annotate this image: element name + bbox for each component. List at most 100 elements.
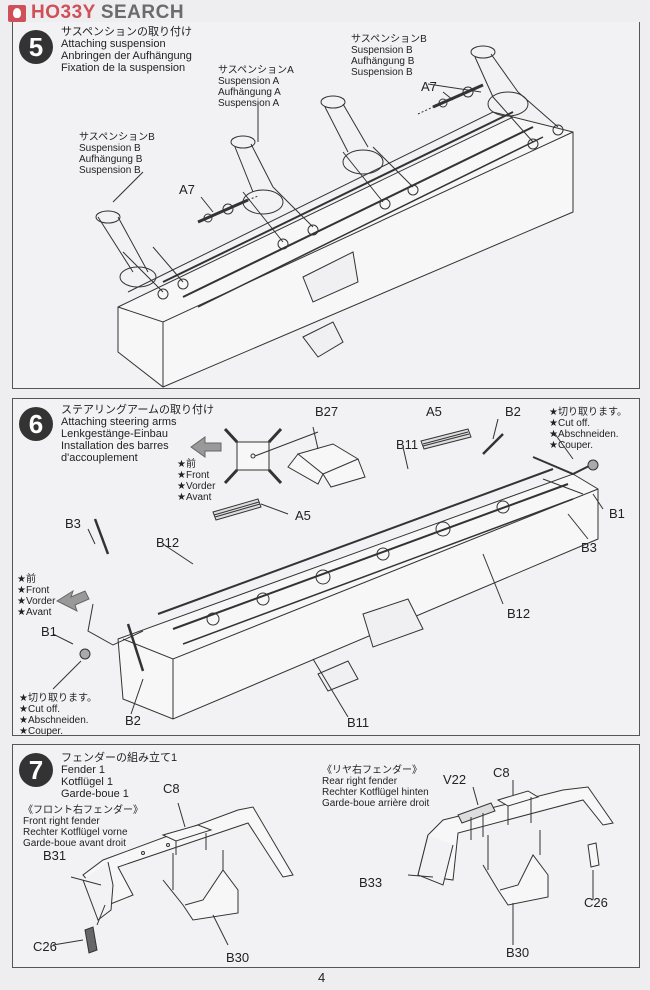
a5-left — [212, 498, 289, 521]
callout-de: Aufhängung B — [351, 56, 415, 67]
b30-left — [162, 869, 239, 921]
callout-suspension-a: サスペンションA Suspension A Aufhängung A Suspe… — [218, 65, 294, 109]
title-english: Attaching suspension — [61, 38, 166, 50]
title-german: Lenkgestänge-Einbau — [61, 428, 169, 440]
title-german: Anbringen der Aufhängung — [61, 50, 192, 62]
c8-right — [496, 790, 540, 807]
star-icon — [19, 704, 28, 715]
suspension-assembly-drawing — [95, 45, 574, 388]
star-icon — [549, 429, 558, 440]
star-icon — [177, 492, 186, 503]
star-icon — [19, 715, 28, 726]
caption-en: Rear right fender — [322, 776, 398, 787]
part-label-b2-bottom: B2 — [125, 713, 141, 728]
callout-en: Suspension B — [351, 45, 413, 56]
front-en: Front — [185, 470, 210, 481]
star-icon — [17, 607, 26, 618]
front-de: Vorder — [25, 596, 56, 607]
caption-fr: Garde-boue arrière droit — [322, 798, 430, 809]
part-label-b11-top: B11 — [396, 437, 419, 452]
caption-de: Rechter Kotflügel vorne — [23, 827, 128, 838]
b30-right — [482, 854, 549, 906]
part-label-b33: B33 — [359, 875, 383, 890]
rear-right-fender-b33 — [417, 786, 614, 886]
star-icon — [19, 726, 28, 737]
cut-en: Cut off. — [557, 418, 591, 429]
cut-en: Cut off. — [27, 704, 61, 715]
callout-suspension-b-left: サスペンションB Suspension B Aufhängung B Suspe… — [79, 132, 155, 176]
star-icon — [549, 440, 558, 451]
part-label-b11-bottom: B11 — [347, 715, 370, 730]
c26-right — [587, 842, 600, 868]
star-icon — [19, 693, 28, 704]
front-jp: 前 — [25, 574, 36, 585]
front-right-fender-caption: 《フロント右フェンダー》 Front right fender Rechter … — [23, 805, 143, 849]
part-label-c8-left: C8 — [163, 781, 180, 796]
part-label-a7-left: A7 — [179, 182, 195, 197]
front-fr: Avant — [185, 492, 212, 503]
title-japanese: サスペンションの取り付け — [61, 26, 193, 38]
part-label-b1-left: B1 — [41, 624, 57, 639]
title-french: Fixation de la suspension — [61, 62, 186, 74]
callout-en: Suspension B — [79, 143, 141, 154]
star-icon — [17, 585, 26, 596]
caption-de: Rechter Kotflügel hinten — [322, 787, 429, 798]
part-label-c26-left: C26 — [33, 939, 57, 954]
part-label-b1-right: B1 — [609, 506, 625, 521]
callout-fr: Suspension B — [351, 67, 413, 78]
front-right-fender-b31 — [82, 806, 294, 921]
star-icon — [17, 596, 26, 607]
title-english: Attaching steering arms — [61, 416, 177, 428]
step-number-badge: 7 — [19, 753, 53, 787]
c26-left — [84, 926, 98, 954]
step-number-badge: 5 — [19, 30, 53, 64]
front-en: Front — [25, 585, 50, 596]
star-icon — [549, 407, 558, 418]
suspension-a-right — [320, 95, 419, 210]
title-french: Garde-boue 1 — [61, 788, 129, 800]
cut-note-right: 切り取ります。 Cut off. Abschneiden. Couper. — [549, 407, 627, 451]
hull-outline — [117, 116, 574, 388]
star-icon — [177, 481, 186, 492]
callout-de: Aufhängung B — [79, 154, 143, 165]
front-note-top: 前 Front Vorder Avant — [177, 459, 215, 503]
hobby-search-watermark: HO33Y SEARCH — [8, 2, 184, 24]
part-label-a7-right: A7 — [421, 79, 437, 94]
title-french: Installation des barres — [61, 440, 169, 452]
part-label-b31: B31 — [43, 848, 67, 863]
cut-de: Abschneiden. — [27, 715, 89, 726]
cut-jp: 切り取ります。 — [557, 407, 627, 418]
star-icon — [17, 574, 26, 585]
v22-part — [457, 802, 496, 824]
steering-arms-drawing — [52, 418, 604, 720]
star-icon — [177, 459, 186, 470]
callout-fr: Suspension A — [218, 98, 280, 109]
step-title: ステアリングアームの取り付け Attaching steering arms L… — [61, 404, 214, 464]
title-japanese: ステアリングアームの取り付け — [61, 404, 215, 416]
part-label-v22: V22 — [443, 772, 467, 787]
chassis-outline — [117, 473, 599, 720]
caption-en: Front right fender — [23, 816, 100, 827]
a7-shaft-left — [197, 195, 259, 224]
part-label-a5-left: A5 — [295, 508, 311, 523]
callout-jp: サスペンションA — [218, 65, 294, 76]
page-number: 4 — [318, 970, 326, 985]
suspension-b-right — [470, 45, 564, 150]
c8-left — [161, 824, 213, 842]
caption-jp: 《フロント右フェンダー》 — [23, 805, 143, 816]
part-label-c26-right: C26 — [584, 895, 608, 910]
suspension-b-left — [95, 210, 189, 300]
step-title: フェンダーの組み立て1 Fender 1 Kotflügel 1 Garde-b… — [61, 752, 177, 800]
a5-top — [420, 428, 472, 450]
step-6-section: 6 ステアリングアームの取り付け Attaching steering arms… — [12, 398, 640, 737]
part-label-b3-left: B3 — [65, 516, 81, 531]
cut-fr: Couper. — [27, 726, 63, 737]
cut-de: Abschneiden. — [557, 429, 619, 440]
part-label-b27: B27 — [315, 404, 339, 419]
part-label-b3-right: B3 — [581, 540, 597, 555]
callout-jp: サスペンションB — [351, 34, 427, 45]
title-english: Fender 1 — [61, 764, 106, 776]
front-fr: Avant — [25, 607, 52, 618]
caption-jp: 《リヤ右フェンダー》 — [322, 765, 422, 776]
step-title: サスペンションの取り付け Attaching suspension Anbrin… — [61, 26, 192, 74]
